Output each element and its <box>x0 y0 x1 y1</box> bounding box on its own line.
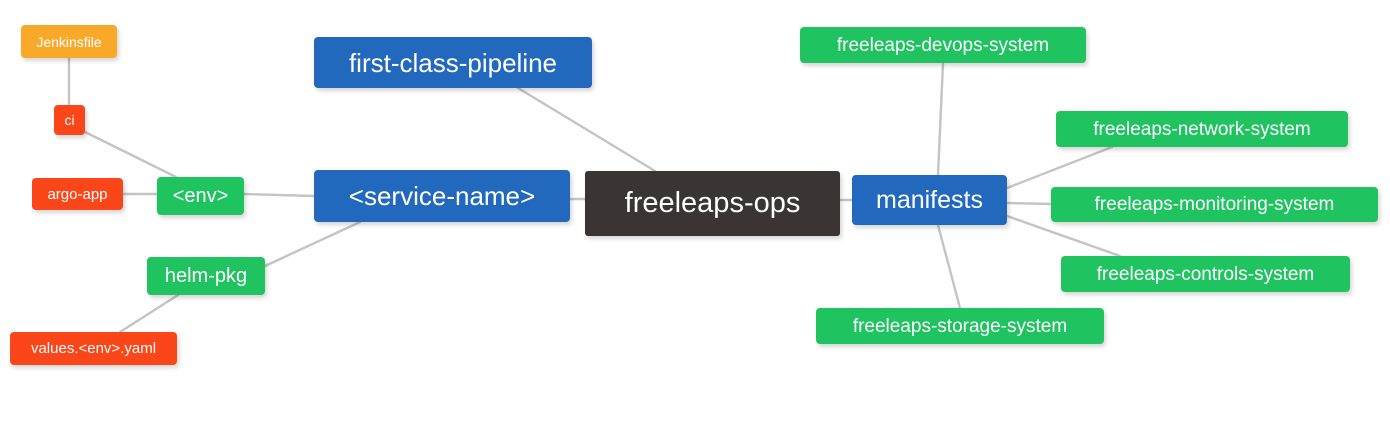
mindmap-node-label: Jenkinsfile <box>36 33 102 50</box>
mindmap-node-label: <service-name> <box>348 181 536 211</box>
edge-manifests-to-monitoring <box>1005 201 1053 206</box>
mindmap-node-label: values.<env>.yaml <box>30 340 157 357</box>
edge-values-yaml-to-helm-pkg <box>118 293 180 334</box>
mindmap-node-label: ci <box>64 112 75 128</box>
edge-ci-to-env <box>83 130 178 179</box>
mindmap-node-label: <env> <box>172 185 229 207</box>
mindmap-node-label: argo-app <box>47 185 108 203</box>
edge-manifests-to-controls <box>1005 214 1122 258</box>
mindmap-node-label: helm-pkg <box>164 265 248 287</box>
mindmap-node-jenkinsfile[interactable]: Jenkinsfile <box>21 25 117 58</box>
mindmap-node-label: first-class-pipeline <box>348 47 558 78</box>
edge-pipeline-to-root <box>516 86 657 173</box>
mindmap-node-label: freeleaps-network-system <box>1093 118 1311 140</box>
mindmap-node-ci[interactable]: ci <box>54 105 85 135</box>
mindmap-node-label: freeleaps-devops-system <box>836 34 1050 56</box>
mindmap-node-service-name[interactable]: <service-name> <box>314 170 570 222</box>
mindmap-node-devops[interactable]: freeleaps-devops-system <box>800 27 1086 63</box>
mindmap-node-helm-pkg[interactable]: helm-pkg <box>147 257 265 295</box>
mindmap-node-label: freeleaps-monitoring-system <box>1094 194 1335 215</box>
edge-env-to-service-name <box>242 192 316 198</box>
mindmap-node-label: freeleaps-storage-system <box>852 315 1068 337</box>
mindmap-node-storage[interactable]: freeleaps-storage-system <box>816 308 1104 344</box>
edge-manifests-to-network <box>1005 145 1114 190</box>
mindmap-node-label: freeleaps-ops <box>624 187 801 219</box>
mindmap-node-argo-app[interactable]: argo-app <box>32 178 123 210</box>
mindmap-node-label: manifests <box>876 185 983 214</box>
mindmap-node-env[interactable]: <env> <box>157 177 244 215</box>
mindmap-node-manifests[interactable]: manifests <box>852 175 1007 225</box>
edge-helm-pkg-to-service-name <box>263 220 362 268</box>
mindmap-node-values-yaml[interactable]: values.<env>.yaml <box>10 332 177 365</box>
mindmap-node-root[interactable]: freeleaps-ops <box>585 171 840 236</box>
mindmap-node-monitoring[interactable]: freeleaps-monitoring-system <box>1051 187 1378 222</box>
mindmap-node-controls[interactable]: freeleaps-controls-system <box>1061 256 1350 292</box>
edge-manifests-to-storage <box>936 223 962 310</box>
mindmap-node-label: freeleaps-controls-system <box>1096 263 1315 285</box>
edge-manifests-to-devops <box>936 61 945 177</box>
mindmap-node-pipeline[interactable]: first-class-pipeline <box>314 37 592 88</box>
mindmap-node-network[interactable]: freeleaps-network-system <box>1056 111 1348 147</box>
